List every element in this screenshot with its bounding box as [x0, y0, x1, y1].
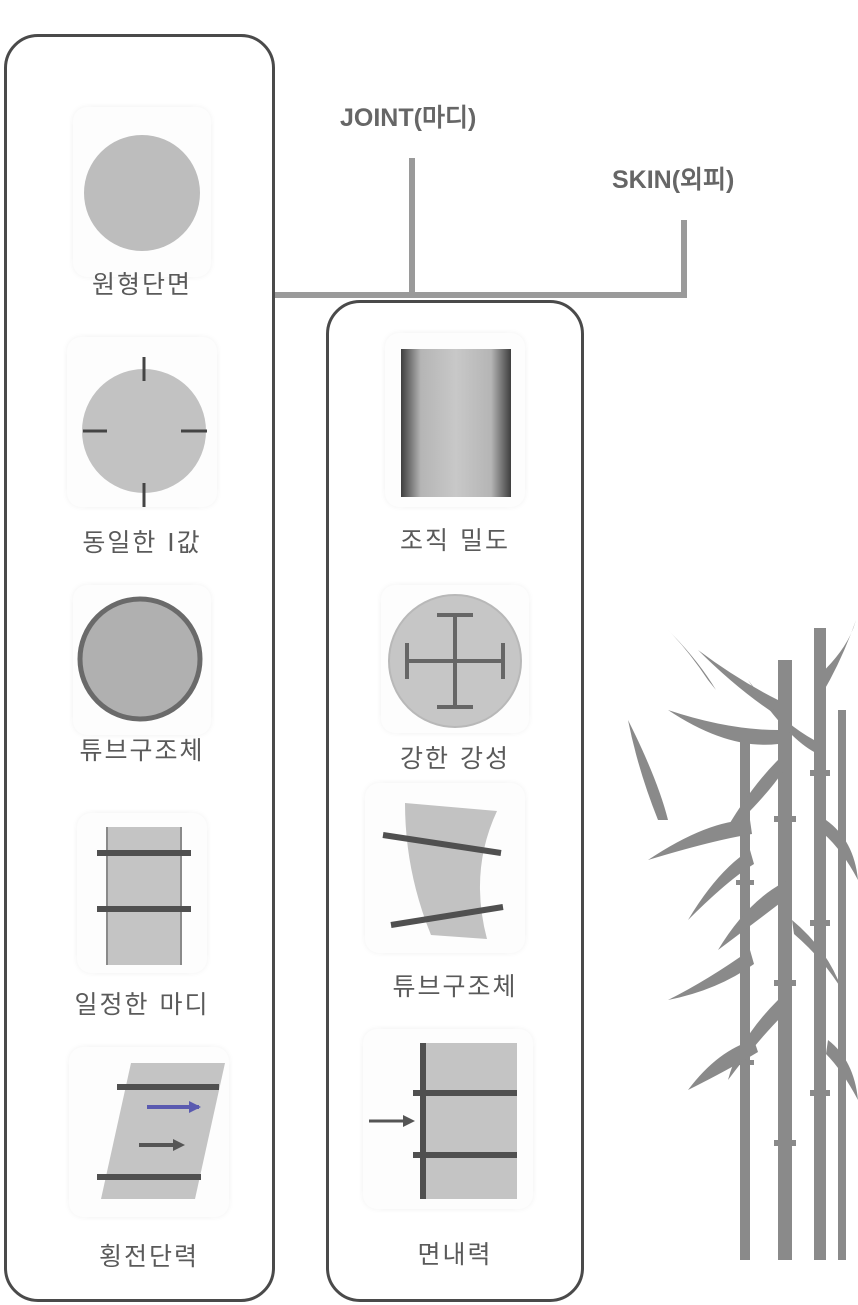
- tile-lateral-shear: [69, 1047, 229, 1217]
- tile-in-plane-force: [363, 1029, 533, 1209]
- strong-stiffness-icon: [388, 594, 522, 728]
- curved-tube-icon: [382, 803, 504, 939]
- skin-connector-vertical: [681, 220, 687, 296]
- joint-connector-vertical: [409, 158, 415, 296]
- circular-section-icon: [84, 135, 200, 251]
- regular-nodes-icon: [97, 827, 191, 965]
- right-panel: 조직 밀도 강한 강성 튜브구조체 면내력: [326, 300, 584, 1302]
- tissue-density-icon: [401, 349, 511, 497]
- bamboo-illustration: [628, 620, 858, 1260]
- connector-horizontal: [275, 292, 687, 298]
- caption-regular-nodes: 일정한 마디: [74, 990, 210, 1019]
- joint-label: JOINT(마디): [340, 104, 477, 132]
- tile-circular-section: [73, 107, 211, 277]
- tile-tube-ring: [73, 585, 211, 735]
- tile-curved-tube: [365, 783, 525, 953]
- tile-regular-nodes: [77, 813, 207, 973]
- caption-equal-inertia: 동일한 I값: [82, 528, 202, 557]
- lateral-shear-icon: [97, 1063, 225, 1199]
- equal-inertia-icon: [82, 357, 207, 507]
- in-plane-force-icon: [369, 1043, 517, 1199]
- tile-tissue-density: [385, 333, 525, 507]
- caption-tube-ring: 튜브구조체: [79, 736, 205, 765]
- left-panel: 원형단면 동일한 I값 튜브구조체 일정한 마디: [4, 34, 275, 1302]
- caption-curved-tube: 튜브구조체: [392, 972, 518, 1001]
- caption-strong-stiffness: 강한 강성: [400, 744, 510, 773]
- caption-in-plane-force: 면내력: [417, 1240, 493, 1269]
- skin-label: SKIN(외피): [612, 166, 735, 194]
- tube-ring-icon: [77, 596, 203, 722]
- tile-strong-stiffness: [381, 585, 529, 733]
- caption-circular-section: 원형단면: [91, 270, 192, 299]
- tile-equal-inertia: [67, 337, 217, 507]
- caption-tissue-density: 조직 밀도: [400, 526, 510, 555]
- caption-lateral-shear: 횡전단력: [98, 1242, 199, 1271]
